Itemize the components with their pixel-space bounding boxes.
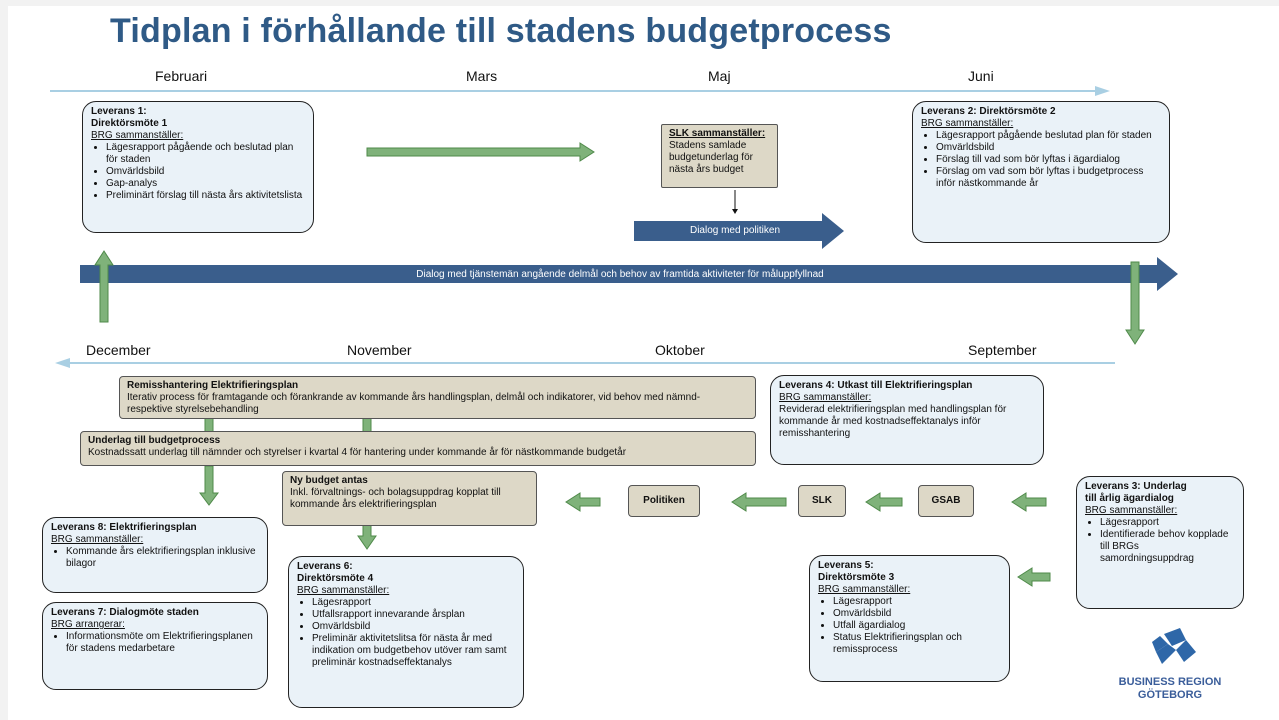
leverans-3-sub: BRG sammanställer:	[1085, 505, 1178, 516]
month-november: November	[347, 342, 412, 358]
dialog-tjansteman-label: Dialog med tjänstemän angående delmål oc…	[416, 269, 824, 280]
leverans-4-text: Reviderad elektrifieringsplan med handli…	[779, 404, 1007, 439]
leverans-4-title: Leverans 4: Utkast till Elektrifieringsp…	[779, 380, 973, 391]
ny-budget-text: Inkl. förvaltnings- och bolagsuppdrag ko…	[290, 487, 501, 510]
month-december: December	[86, 342, 151, 358]
leverans-7-list: Informationsmöte om Elektrifieringsplane…	[51, 631, 259, 655]
page-title: Tidplan i förhållande till stadens budge…	[110, 12, 892, 50]
leverans-5-subtitle: Direktörsmöte 3	[818, 572, 895, 583]
list-item: Preliminär aktivitetslitsa för nästa år …	[312, 633, 515, 669]
leverans-1-box: Leverans 1: Direktörsmöte 1 BRG sammanst…	[82, 101, 314, 233]
leverans-2-list: Lägesrapport pågående beslutad plan för …	[921, 130, 1161, 190]
leverans-3-title: Leverans 3: Underlag till årlig ägardial…	[1085, 481, 1187, 504]
slk-box: SLK	[798, 485, 846, 517]
leverans-4-sub: BRG sammanställer:	[779, 392, 872, 403]
slk-label: SLK	[812, 495, 832, 506]
leverans-5-list: Lägesrapport Omvärldsbild Utfall ägardia…	[818, 596, 1001, 656]
leverans-7-box: Leverans 7: Dialogmöte staden BRG arrang…	[42, 602, 268, 690]
list-item: Utfallsrapport innevarande årsplan	[312, 609, 515, 621]
leverans-8-title: Leverans 8: Elektrifieringsplan	[51, 522, 197, 533]
gsab-label: GSAB	[931, 495, 961, 506]
underlag-text: Kostnadssatt underlag till nämnder och s…	[88, 447, 627, 458]
month-september: September	[968, 342, 1037, 358]
logo-line-2: GÖTEBORG	[1137, 689, 1203, 701]
leverans-7-sub: BRG arrangerar:	[51, 619, 125, 630]
month-mars: Mars	[466, 68, 498, 84]
remisshantering-box: Remisshantering Elektrifieringsplan Iter…	[119, 376, 756, 419]
list-item: Preliminärt förslag till nästa års aktiv…	[106, 190, 305, 202]
list-item: Kommande års elektrifieringsplan inklusi…	[66, 546, 259, 570]
month-februari: Februari	[155, 68, 208, 84]
leverans-1-subtitle: Direktörsmöte 1	[91, 118, 168, 129]
leverans-5-title: Leverans 5:	[818, 560, 874, 571]
leverans-6-title: Leverans 6:	[297, 561, 353, 572]
leverans-1-list: Lägesrapport pågående och beslutad plan …	[91, 142, 305, 202]
list-item: Lägesrapport	[1100, 517, 1235, 529]
leverans-3-box: Leverans 3: Underlag till årlig ägardial…	[1076, 476, 1244, 609]
leverans-7-title: Leverans 7: Dialogmöte staden	[51, 607, 199, 618]
list-item: Lägesrapport pågående beslutad plan för …	[936, 130, 1161, 142]
leverans-2-box: Leverans 2: Direktörsmöte 2 BRG sammanst…	[912, 101, 1170, 243]
list-item: Omvärldsbild	[106, 166, 305, 178]
leverans-5-sub: BRG sammanställer:	[818, 584, 911, 595]
brg-logo-text: BUSINESS REGION GÖTEBORG	[1110, 676, 1230, 702]
ny-budget-title: Ny budget antas	[290, 475, 368, 486]
gsab-box: GSAB	[918, 485, 974, 517]
remiss-text: Iterativ process för framtagande och för…	[127, 392, 701, 415]
list-item: Status Elektrifieringsplan och remisspro…	[833, 632, 1001, 656]
list-item: Lägesrapport pågående och beslutad plan …	[106, 142, 305, 166]
leverans-8-sub: BRG sammanställer:	[51, 534, 144, 545]
list-item: Gap-analys	[106, 178, 305, 190]
list-item: Informationsmöte om Elektrifieringsplane…	[66, 631, 259, 655]
list-item: Utfall ägardialog	[833, 620, 1001, 632]
slk-box-title: SLK sammanställer:	[669, 128, 766, 139]
leverans-1-title: Leverans 1:	[91, 106, 147, 117]
list-item: Förslag om vad som bör lyftas i budgetpr…	[936, 166, 1161, 190]
leverans-2-sub: BRG sammanställer:	[921, 118, 1014, 129]
month-oktober: Oktober	[655, 342, 705, 358]
list-item: Förslag till vad som bör lyftas i ägardi…	[936, 154, 1161, 166]
leverans-6-sub: BRG sammanställer:	[297, 585, 390, 596]
dialog-politiken-label: Dialog med politiken	[689, 225, 781, 236]
logo-line-1: BUSINESS REGION	[1118, 676, 1222, 688]
leverans-8-box: Leverans 8: Elektrifieringsplan BRG samm…	[42, 517, 268, 593]
politiken-label: Politiken	[643, 495, 685, 506]
politiken-box: Politiken	[628, 485, 700, 517]
leverans-1-sub: BRG sammanställer:	[91, 130, 184, 141]
ny-budget-box: Ny budget antas Inkl. förvaltnings- och …	[282, 471, 537, 526]
leverans-4-box: Leverans 4: Utkast till Elektrifieringsp…	[770, 375, 1044, 465]
list-item: Lägesrapport	[833, 596, 1001, 608]
leverans-6-subtitle: Direktörsmöte 4	[297, 573, 374, 584]
list-item: Omvärldsbild	[833, 608, 1001, 620]
month-juni: Juni	[968, 68, 994, 84]
leverans-3-list: Lägesrapport Identifierade behov kopplad…	[1085, 517, 1235, 565]
list-item: Omvärldsbild	[936, 142, 1161, 154]
leverans-6-box: Leverans 6: Direktörsmöte 4 BRG sammanst…	[288, 556, 524, 708]
list-item: Identifierade behov kopplade till BRGs s…	[1100, 529, 1235, 565]
list-item: Lägesrapport	[312, 597, 515, 609]
leverans-8-list: Kommande års elektrifieringsplan inklusi…	[51, 546, 259, 570]
slk-sammanstaller-box: SLK sammanställer: Stadens samlade budge…	[661, 124, 778, 188]
month-maj: Maj	[708, 68, 731, 84]
underlag-title: Underlag till budgetprocess	[88, 435, 221, 446]
leverans-6-list: Lägesrapport Utfallsrapport innevarande …	[297, 597, 515, 669]
underlag-box: Underlag till budgetprocess Kostnadssatt…	[80, 431, 756, 466]
list-item: Omvärldsbild	[312, 621, 515, 633]
remiss-title: Remisshantering Elektrifieringsplan	[127, 380, 299, 391]
slk-box-text: Stadens samlade budgetunderlag för nästa…	[669, 140, 753, 175]
leverans-2-title: Leverans 2: Direktörsmöte 2	[921, 106, 1056, 117]
leverans-5-box: Leverans 5: Direktörsmöte 3 BRG sammanst…	[809, 555, 1010, 682]
